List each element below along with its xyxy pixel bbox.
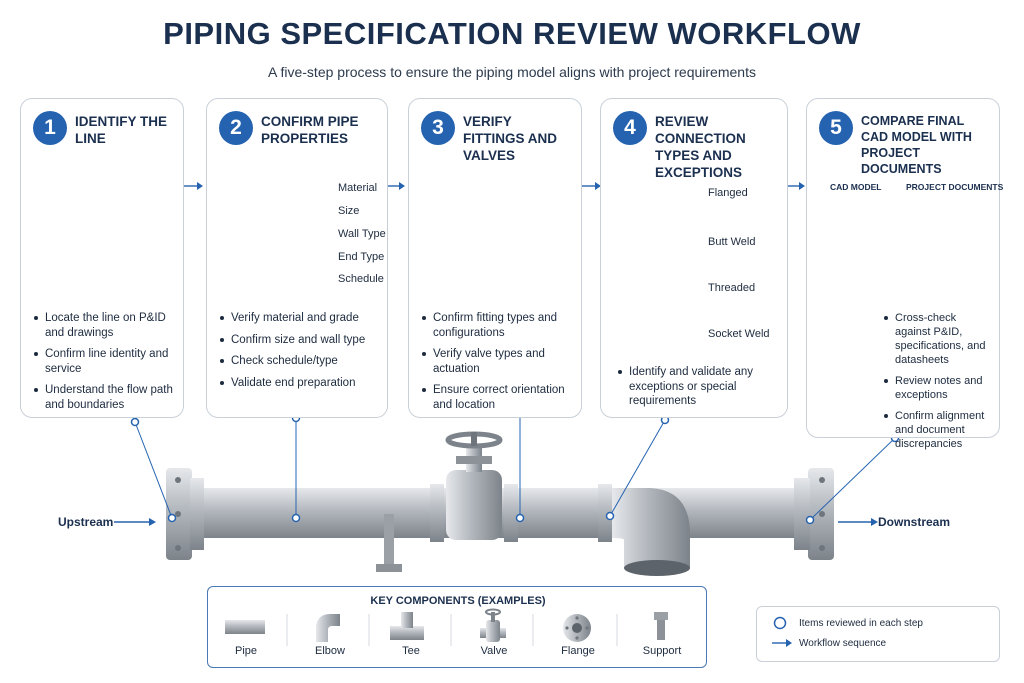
- connection-butt-weld: Butt Weld: [708, 236, 756, 248]
- page-title: PIPING SPECIFICATION REVIEW WORKFLOW: [163, 16, 861, 51]
- connection-flanged: Flanged: [708, 187, 748, 199]
- connection-threaded: Threaded: [708, 282, 756, 294]
- review-marker-1: [130, 417, 140, 427]
- legend-marker-icon: [773, 616, 787, 630]
- step-card-2: 2 CONFIRM PIPE PROPERTIES Verify materia…: [206, 98, 388, 418]
- callout-lines: [134, 408, 896, 521]
- project-documents-label: PROJECT DOCUMENTS: [906, 182, 1004, 192]
- step-number-2: 2: [219, 111, 253, 145]
- step-number-5: 5: [819, 111, 853, 145]
- page-subtitle: A five-step process to ensure the piping…: [268, 64, 756, 80]
- step-title-2: CONFIRM PIPE PROPERTIES: [261, 114, 359, 146]
- step-card-4: 4 REVIEW CONNECTION TYPES AND EXCEPTIONS…: [600, 98, 788, 418]
- key-components-title: KEY COMPONENTS (EXAMPLES): [370, 595, 546, 607]
- step-bullets-4: Identify and validate any exceptions or …: [617, 365, 779, 416]
- step-bullets-3: Confirm fitting types and configurations…: [421, 311, 573, 419]
- label-end-type: End Type: [338, 251, 385, 263]
- step-card-1: 1 IDENTIFY THE LINE Locate the line on P…: [20, 98, 184, 418]
- step-card-3: 3 VERIFY FITTINGS AND VALVES Confirm fit…: [408, 98, 582, 418]
- step-bullets-5: Cross-check against P&ID, specifications…: [883, 311, 991, 458]
- key-item-tee: Tee: [402, 645, 420, 657]
- step-title-4: REVIEW CONNECTION TYPES AND EXCEPTIONS: [655, 114, 746, 180]
- key-component-icons: [225, 608, 668, 646]
- legend-sequence: Workflow sequence: [799, 638, 887, 649]
- step-title-1: IDENTIFY THE LINE: [75, 114, 168, 146]
- key-item-flange: Flange: [561, 645, 595, 657]
- label-material: Material: [338, 182, 378, 194]
- label-schedule: Schedule: [338, 273, 384, 285]
- legend-box: Items reviewed in each step Workflow seq…: [756, 606, 1000, 662]
- upstream-label: Upstream: [58, 515, 114, 529]
- key-item-support: Support: [642, 645, 682, 657]
- step-number-1: 1: [33, 111, 67, 145]
- main-pipe-assembly: [166, 431, 834, 576]
- key-item-pipe: Pipe: [234, 645, 258, 657]
- key-item-elbow: Elbow: [315, 645, 345, 657]
- key-item-valve: Valve: [480, 645, 508, 657]
- step-number-3: 3: [421, 111, 455, 145]
- legend-reviewed: Items reviewed in each step: [799, 618, 923, 629]
- step-title-5: COMPARE FINAL CAD MODEL WITH PROJECT DOC…: [861, 114, 972, 176]
- step-title-3: VERIFY FITTINGS AND VALVES: [463, 114, 557, 163]
- step-bullets-1: Locate the line on P&ID and drawings Con…: [33, 311, 175, 419]
- step-card-5: 5 COMPARE FINAL CAD MODEL WITH PROJECT D…: [806, 98, 1000, 450]
- step-bullets-2: Verify material and grade Confirm size a…: [219, 311, 379, 397]
- step-number-4: 4: [613, 111, 647, 145]
- label-wall-type: Wall Type: [338, 228, 386, 240]
- connection-socket-weld: Socket Weld: [708, 328, 770, 340]
- key-components-box: KEY COMPONENTS (EXAMPLES) Pipe Elbow Tee…: [207, 586, 707, 668]
- label-size: Size: [338, 205, 360, 217]
- downstream-label: Downstream: [878, 515, 951, 529]
- cad-model-label: CAD MODEL: [830, 182, 882, 192]
